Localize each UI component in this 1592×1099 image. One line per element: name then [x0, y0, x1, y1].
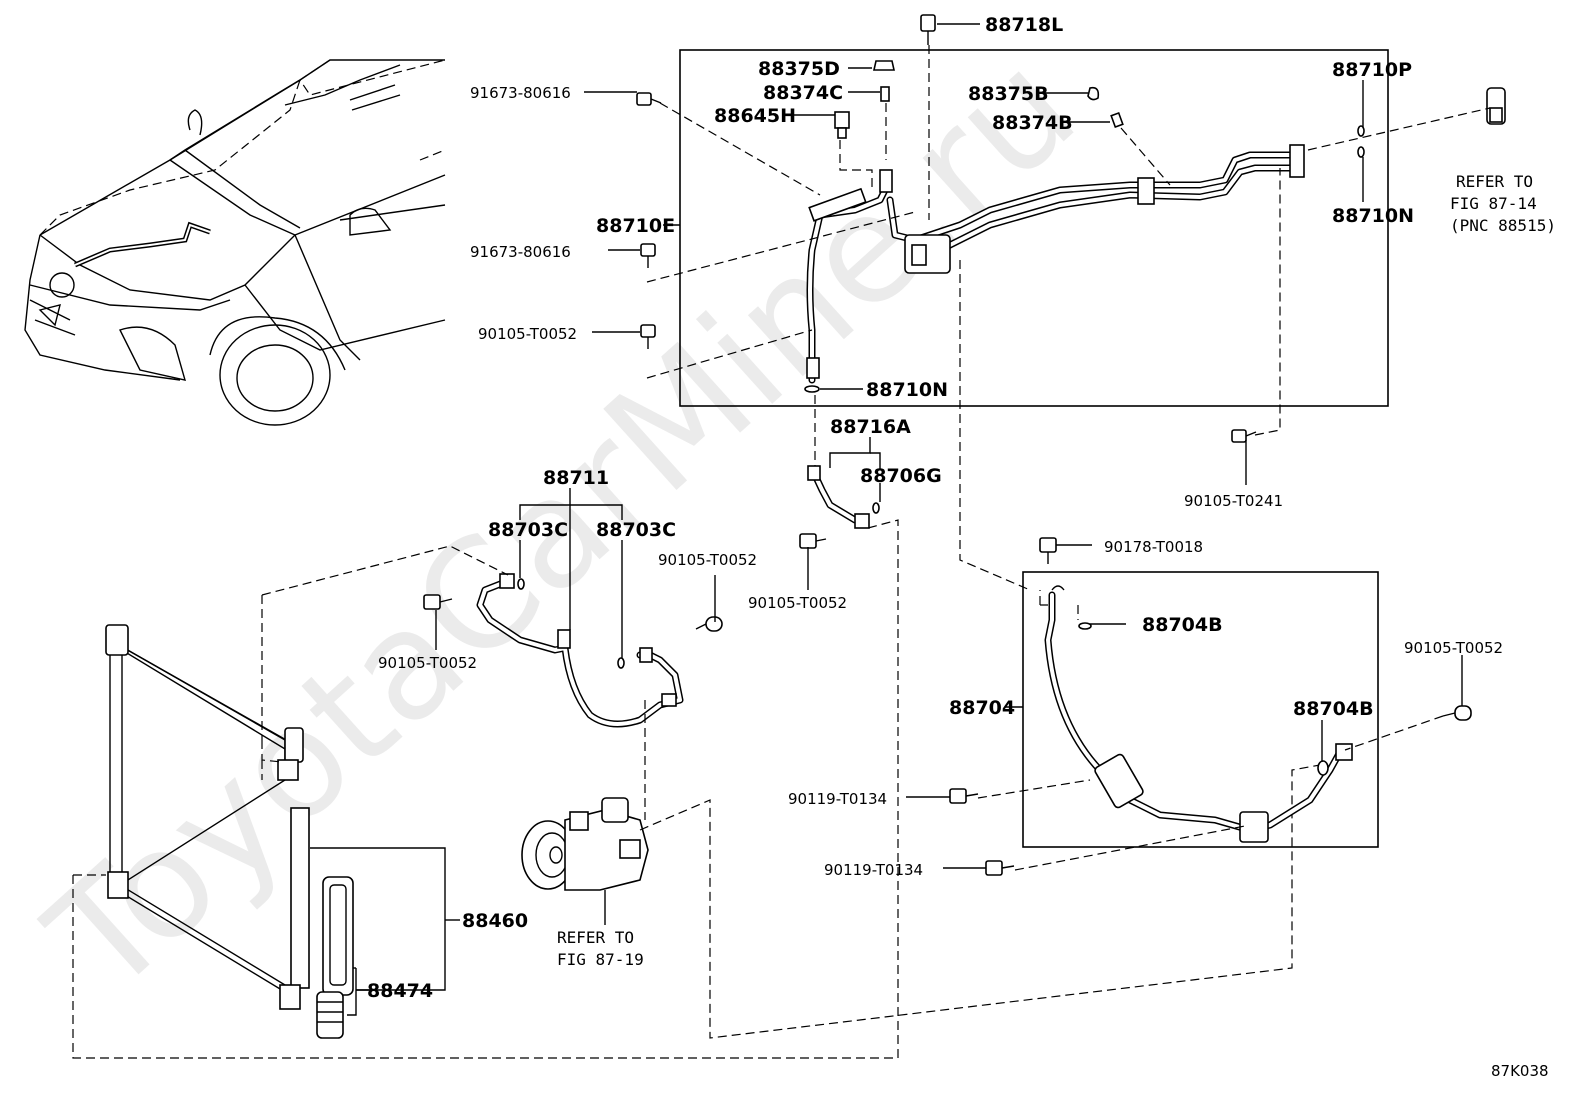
valve-core-caps [804, 60, 1365, 393]
ref-note-87-14-line3: (PNC 88515) [1450, 216, 1556, 235]
label-88710N-mid: 88710N [866, 379, 948, 401]
label-88374B: 88374B [992, 112, 1073, 134]
ref-note-87-14-line1: REFER TO [1456, 172, 1533, 191]
label-90178-T0018: 90178-T0018 [1104, 538, 1203, 556]
bolt-icon-group-upper [636, 14, 1506, 443]
condenser-88460 [105, 624, 310, 1010]
pipe-88711 [476, 573, 684, 728]
suction-hose-88704 [1044, 585, 1353, 843]
label-88703C-left: 88703C [488, 519, 568, 541]
label-90105-T0241: 90105-T0241 [1184, 492, 1283, 510]
label-90105-T0052-c: 90105-T0052 [748, 594, 847, 612]
reference-notes: REFER TO FIG 87-14 (PNC 88515) REFER TO … [557, 172, 1556, 969]
label-88645H: 88645H [714, 105, 796, 127]
label-90105-T0052-b: 90105-T0052 [658, 551, 757, 569]
label-88711: 88711 [543, 467, 609, 489]
compressor [521, 797, 649, 891]
leader-lines [310, 23, 1463, 1016]
label-88716A: 88716A [830, 416, 911, 438]
label-91673-80616-a: 91673-80616 [470, 84, 571, 102]
label-88704B-right: 88704B [1293, 698, 1374, 720]
label-88375B: 88375B [968, 83, 1049, 105]
label-88474: 88474 [367, 980, 433, 1002]
ref-note-87-19-line1: REFER TO [557, 928, 634, 947]
label-90105-T0052-f: 90105-T0052 [1404, 639, 1503, 657]
upper-assembly-frame [679, 49, 1389, 407]
label-88704: 88704 [949, 697, 1015, 719]
label-88710E: 88710E [596, 215, 675, 237]
discharge-pipe-88710E [806, 169, 893, 384]
label-91673-80616-b: 91673-80616 [470, 243, 571, 261]
label-88375D: 88375D [758, 58, 840, 80]
bolt-icon-group-lower [423, 533, 1472, 876]
figure-code: 87K038 [1491, 1062, 1549, 1080]
label-88703C-right: 88703C [596, 519, 676, 541]
label-88706G: 88706G [860, 465, 942, 487]
label-90119-T0134-a: 90119-T0134 [788, 790, 887, 808]
ref-note-87-14-line2: FIG 87-14 [1450, 194, 1537, 213]
ref-note-87-19-line2: FIG 87-19 [557, 950, 644, 969]
label-88460: 88460 [462, 910, 528, 932]
label-88710P: 88710P [1332, 59, 1412, 81]
label-88710N-top: 88710N [1332, 205, 1414, 227]
label-90119-T0134-b: 90119-T0134 [824, 861, 923, 879]
label-88374C: 88374C [763, 82, 843, 104]
suction-pipe-88710P [886, 144, 1305, 274]
label-88704B-top: 88704B [1142, 614, 1223, 636]
part-number-labels: 88718L 91673-80616 88375D 88374C 88645H … [367, 14, 1503, 1002]
label-88718L: 88718L [985, 14, 1063, 36]
lower-assembly-frame [1022, 571, 1379, 848]
label-90105-T0052-a: 90105-T0052 [478, 325, 577, 343]
receiver-desiccant-88474 [316, 876, 354, 1039]
liquid-pipe-88716A [807, 465, 880, 529]
label-90105-T0052-d: 90105-T0052 [378, 654, 477, 672]
vehicle-illustration [24, 59, 446, 426]
